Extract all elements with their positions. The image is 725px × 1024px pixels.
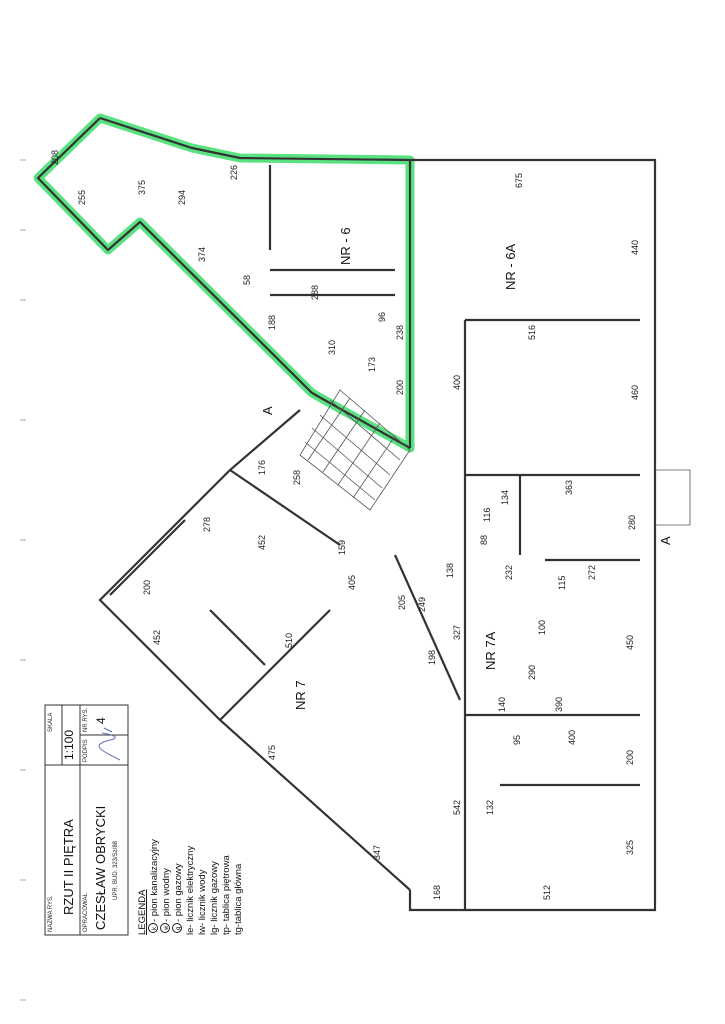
- dimension: 116: [482, 508, 492, 522]
- dimension: 288: [310, 285, 320, 300]
- section-marker-a-right: A: [658, 536, 673, 545]
- dimension: 278: [202, 517, 212, 532]
- dimension: 405: [347, 575, 357, 590]
- room-label-nr6a: NR - 6A: [503, 243, 518, 290]
- dimension-labels: 208 255 375 294 226 675 374 58 288 188 9…: [50, 150, 640, 900]
- legend-item: - pion gazowy: [173, 863, 184, 922]
- water-riser-icon: [160, 923, 170, 933]
- dimension: 88: [479, 535, 489, 545]
- dimension: 363: [564, 480, 574, 495]
- legend-symbol: w: [164, 925, 170, 931]
- author-label: OPRACOWAŁ: [83, 893, 89, 932]
- dimension: 325: [625, 840, 635, 855]
- dimension: 198: [427, 650, 437, 665]
- staircase: [299, 389, 411, 511]
- legend-item: lw- licznik wody: [197, 869, 208, 935]
- legend-symbol: g: [176, 927, 182, 930]
- sewer-riser-icon: [148, 923, 158, 933]
- drawing-name: RZUT II PIĘTRA: [61, 819, 76, 915]
- dimension: 159: [337, 540, 347, 555]
- license-number: UPR. BUD. 323/Sz/88: [113, 840, 119, 900]
- dimension: 200: [142, 580, 152, 595]
- legend: LEGENDA - pion kanalizacyjny - pion wodn…: [137, 839, 244, 935]
- dimension: 58: [242, 275, 252, 285]
- dimension: 510: [284, 633, 294, 648]
- dimension: 450: [625, 635, 635, 650]
- signature-label: PODPIS: [83, 739, 89, 762]
- dimension: 132: [485, 800, 495, 815]
- scale-label: SKALA: [48, 713, 54, 732]
- dimension: 675: [514, 173, 524, 188]
- drawing-no: 4: [94, 717, 108, 724]
- dimension: 134: [500, 490, 510, 505]
- dimension: 374: [197, 247, 207, 262]
- dimension: 290: [527, 665, 537, 680]
- room-label-nr7: NR 7: [293, 680, 308, 710]
- drawing-no-label: NR RYS.: [83, 707, 89, 732]
- dimension: 452: [257, 535, 267, 550]
- legend-item: le- licznik elektryczny: [185, 846, 196, 935]
- dimension: 138: [445, 563, 455, 578]
- dimension: 232: [504, 565, 514, 580]
- highlighted-unit-outline: [33, 113, 415, 453]
- dimension: 475: [267, 745, 277, 760]
- legend-item: - pion kanalizacyjny: [149, 839, 160, 922]
- walls: [36, 116, 691, 912]
- section-marker-a-top: A: [260, 406, 275, 415]
- dimension: 176: [257, 460, 267, 475]
- dimension: 200: [625, 750, 635, 765]
- dimension: 400: [452, 375, 462, 390]
- legend-symbol: k: [152, 926, 158, 930]
- title-block: NAZWA RYS. RZUT II PIĘTRA SKALA 1:100 OP…: [44, 704, 129, 936]
- dimension: 310: [327, 340, 337, 355]
- dimension: 249: [417, 597, 427, 612]
- dimension: 100: [537, 620, 547, 635]
- dimension: 375: [137, 180, 147, 195]
- author-name: CZESŁAW OBRYCKI: [93, 806, 108, 930]
- legend-item: - pion wodny: [161, 868, 172, 922]
- room-label-nr7a: NR 7A: [483, 631, 498, 670]
- signature: [98, 727, 121, 761]
- dimension: 516: [527, 325, 537, 340]
- dimension: 327: [452, 625, 462, 640]
- name-label: NAZWA RYS.: [48, 895, 54, 932]
- gas-riser-icon: [172, 923, 182, 933]
- legend-title: LEGENDA: [137, 889, 148, 935]
- dimension: 390: [554, 697, 564, 712]
- dimension: 347: [372, 845, 382, 860]
- dimension: 115: [557, 576, 567, 590]
- dimension: 460: [630, 385, 640, 400]
- margin-marks: [20, 159, 26, 1001]
- dimension: 226: [229, 165, 239, 180]
- dimension: 173: [367, 357, 377, 372]
- dimension: 200: [395, 380, 405, 395]
- legend-item: lg- licznik gazowy: [209, 861, 220, 935]
- dimension: 96: [377, 312, 387, 322]
- dimension: 272: [587, 565, 597, 580]
- dimension: 205: [397, 595, 407, 610]
- dimension: 238: [395, 325, 405, 340]
- dimension: 542: [452, 800, 462, 815]
- dimension: 280: [627, 515, 637, 530]
- legend-item: tp- tablica piętrowa: [221, 855, 232, 935]
- dimension: 440: [630, 240, 640, 255]
- dimension: 188: [267, 315, 277, 330]
- dimension: 168: [432, 885, 442, 900]
- dimension: 452: [152, 630, 162, 645]
- scale-value: 1:100: [62, 730, 76, 760]
- dimension: 255: [77, 190, 87, 205]
- dimension: 294: [177, 190, 187, 205]
- dimension: 400: [567, 730, 577, 745]
- dimension: 512: [542, 885, 552, 900]
- dimension: 258: [292, 470, 302, 485]
- dimension: 140: [497, 697, 507, 712]
- room-label-nr6: NR - 6: [338, 227, 353, 265]
- dimension: 208: [50, 150, 60, 165]
- dimension: 95: [512, 735, 522, 745]
- legend-item: tg-tablica główna: [233, 863, 244, 935]
